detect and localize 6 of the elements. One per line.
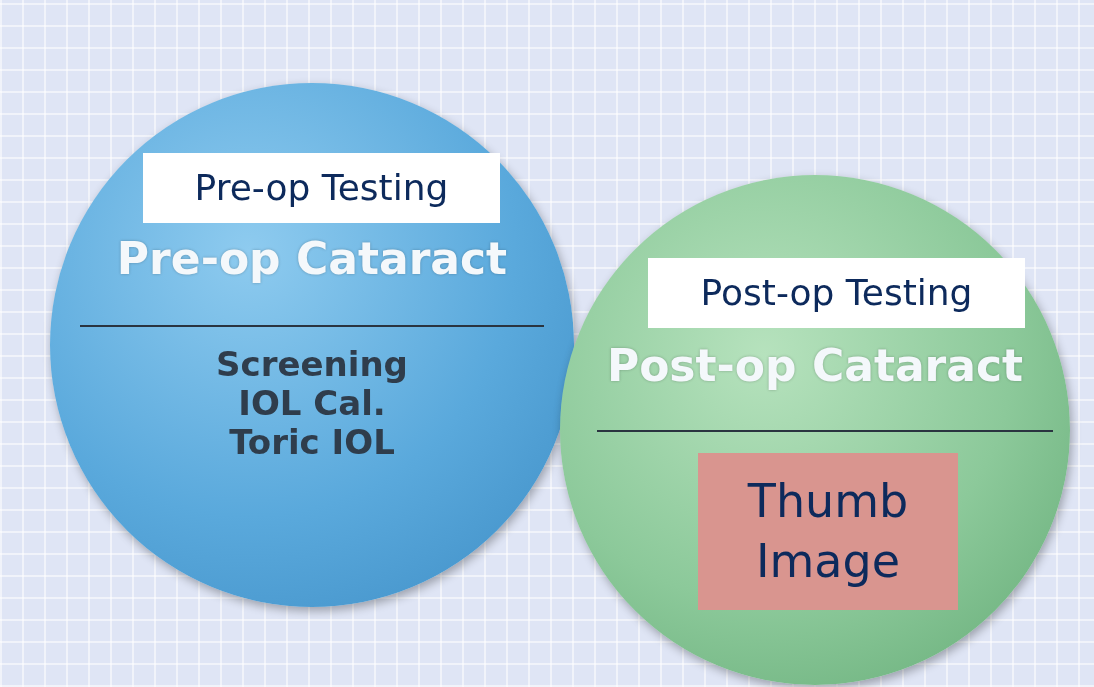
label-box: Thumb Image — [698, 453, 958, 610]
circle-title: Post-op Cataract — [605, 340, 1025, 391]
label-box: Post-op Testing — [648, 258, 1025, 328]
circle-title: Pre-op Cataract — [115, 233, 509, 284]
label-box: Pre-op Testing — [143, 153, 500, 223]
item-list: Screening IOL Cal. Toric IOL — [212, 345, 412, 463]
